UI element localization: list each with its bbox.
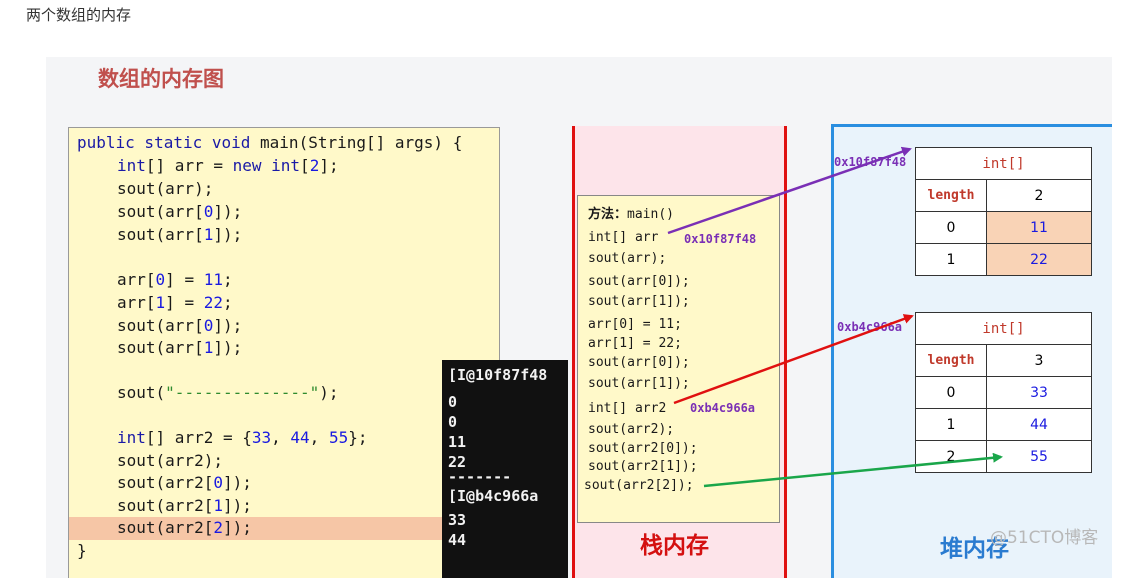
frame-line: sout(arr[1]); <box>588 376 690 391</box>
console-line: 0 <box>448 393 458 411</box>
console-line: [I@10f87f48 <box>448 366 548 384</box>
console-line: 44 <box>448 531 467 549</box>
console-line: ------- <box>448 468 512 486</box>
value-cell: 11 <box>986 211 1092 244</box>
code-line: sout("--------------"); <box>117 383 339 402</box>
code-line: sout(arr[0]); <box>117 202 243 221</box>
code-line: int[] arr2 = {33, 44, 55}; <box>117 428 368 447</box>
code-line: sout(arr2[0]); <box>117 473 252 492</box>
code-line: sout(arr2); <box>117 451 223 470</box>
watermark: @51CTO博客 <box>990 528 1099 548</box>
index-cell: 1 <box>915 243 987 276</box>
value-cell: 55 <box>986 440 1092 473</box>
console-line: 11 <box>448 433 467 451</box>
frame-line: int[] arr2 <box>588 401 667 416</box>
method-label: 方法：main() <box>588 207 674 222</box>
heap-label: 堆内存 <box>940 536 1009 562</box>
console-line: 0 <box>448 413 458 431</box>
length-label: length <box>915 344 987 377</box>
code-line: sout(arr); <box>117 179 214 198</box>
code-line: sout(arr2[1]); <box>117 496 252 515</box>
console-line: [I@b4c966a <box>448 487 539 505</box>
code-line: public static void main(String[] args) { <box>77 133 463 152</box>
index-cell: 2 <box>915 440 987 473</box>
value-cell: 22 <box>986 243 1092 276</box>
frame-line: sout(arr[0]); <box>588 274 690 289</box>
frame-line: sout(arr[0]); <box>588 355 690 370</box>
frame-line: sout(arr2[1]); <box>588 459 698 474</box>
stack-frame-main: 方法：main() int[] arr 0x10f87f48 sout(arr)… <box>577 195 780 523</box>
console-output: [I@10f87f48 0 0 11 22 ------- [I@b4c966a… <box>442 360 568 578</box>
code-highlight <box>69 517 499 540</box>
frame-line: arr[1] = 22; <box>588 336 682 351</box>
frame-line: sout(arr2); <box>588 422 675 437</box>
code-line: } <box>77 541 87 560</box>
frame-line: sout(arr2[0]); <box>588 441 698 456</box>
frame-line: sout(arr); <box>588 251 667 266</box>
arr-address: 0x10f87f48 <box>684 232 757 246</box>
index-cell: 1 <box>915 408 987 441</box>
value-cell: 44 <box>986 408 1092 441</box>
console-line: 33 <box>448 511 467 529</box>
code-line: sout(arr[1]); <box>117 338 243 357</box>
array-type: int[] <box>915 147 1092 180</box>
frame-line: int[] arr <box>588 230 659 245</box>
page-caption: 两个数组的内存 <box>26 6 132 24</box>
value-cell: 33 <box>986 376 1092 409</box>
console-line: 22 <box>448 453 467 471</box>
code-line: sout(arr2[2]); <box>117 518 252 537</box>
arrow-arr-to-heap <box>667 146 912 235</box>
frame-line: sout(arr[1]); <box>588 294 690 309</box>
arrow-arr2-to-heap <box>673 314 914 405</box>
slide: 数组的内存图 public static void main(String[] … <box>46 57 1112 578</box>
frame-line: arr[0] = 11; <box>588 317 682 332</box>
stack-label: 栈内存 <box>640 533 709 559</box>
heap-array-address: 0xb4c966a <box>837 320 903 334</box>
code-line: int[] arr = new int[2]; <box>117 156 339 175</box>
frame-line: sout(arr2[2]); <box>584 478 694 493</box>
code-line: sout(arr[1]); <box>117 225 243 244</box>
reference-arrows <box>667 146 1003 488</box>
code-panel: public static void main(String[] args) {… <box>68 127 500 578</box>
arr2-address: 0xb4c966a <box>690 401 756 415</box>
code-line: arr[0] = 11; <box>117 270 233 289</box>
code-line: arr[1] = 22; <box>117 293 233 312</box>
code-line: sout(arr[0]); <box>117 316 243 335</box>
slide-title: 数组的内存图 <box>98 67 224 91</box>
arrow-arr2-2-to-element <box>703 452 1003 488</box>
